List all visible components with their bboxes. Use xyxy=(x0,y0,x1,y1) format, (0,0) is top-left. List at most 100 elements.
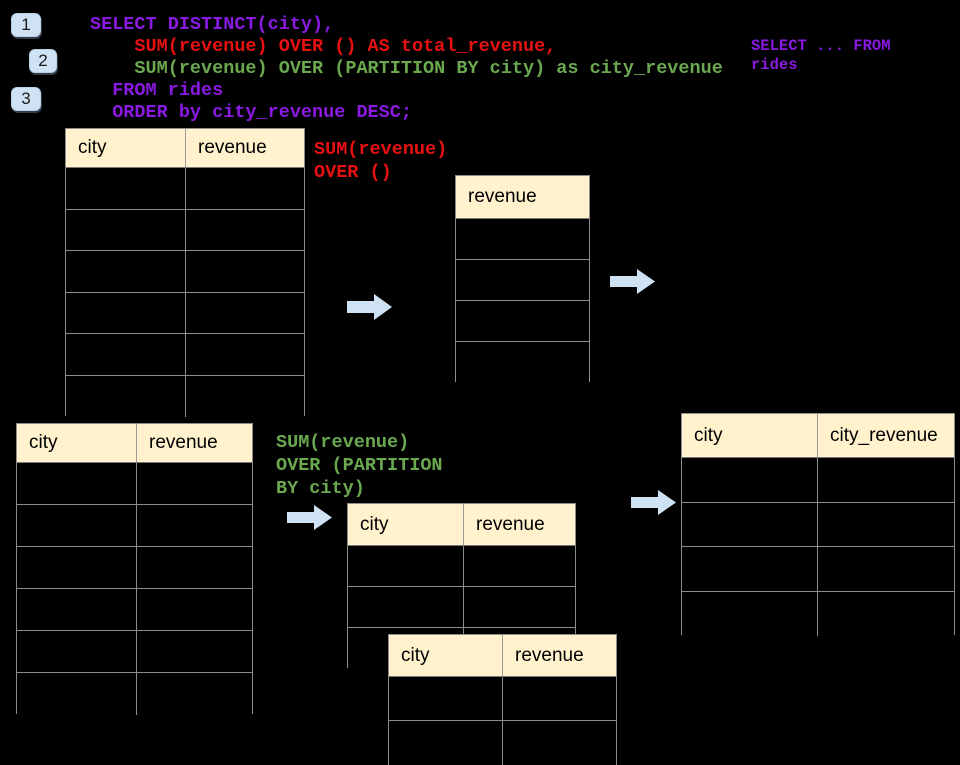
step-badge-3: 3 xyxy=(11,87,41,111)
column-header: revenue xyxy=(456,176,589,218)
table-cell-empty xyxy=(503,721,616,765)
slide-canvas: { "badges": [ { "label": "1" }, { "label… xyxy=(11,13,955,765)
flow-arrow-icon xyxy=(347,294,392,320)
table-row xyxy=(66,168,304,210)
table-row xyxy=(456,219,589,260)
table-row xyxy=(66,292,304,334)
table-cell-empty xyxy=(464,546,575,586)
table-row xyxy=(456,260,589,301)
table-cell-empty xyxy=(137,631,252,672)
table-row xyxy=(682,458,954,503)
step-badge-2: 2 xyxy=(29,49,57,73)
code-line: rides xyxy=(751,56,798,74)
table-cell-empty xyxy=(186,168,304,209)
table-cell-empty xyxy=(66,375,186,417)
table-cell-empty xyxy=(66,334,186,375)
table-cell-empty xyxy=(17,673,137,715)
table-row xyxy=(17,589,252,631)
code-line: SUM(revenue) xyxy=(276,432,410,453)
column-header: revenue xyxy=(503,635,616,676)
table-cell-empty xyxy=(818,547,954,591)
table-cell-empty xyxy=(464,587,575,627)
table-cell-empty xyxy=(186,251,304,292)
table-row xyxy=(66,375,304,417)
table-cell-empty xyxy=(682,591,818,636)
table-row xyxy=(17,463,252,505)
table-cell-empty xyxy=(503,677,616,720)
sql-query-code: SELECT DISTINCT(city), SUM(revenue) OVER… xyxy=(90,14,723,124)
table-row xyxy=(682,547,954,592)
table-total-revenue: revenue xyxy=(455,175,590,383)
table-row xyxy=(17,673,252,715)
table-cell-empty xyxy=(17,463,137,504)
table-cell-empty xyxy=(186,375,304,417)
table-cell-empty xyxy=(456,342,589,383)
code-line: SELECT DISTINCT(city), xyxy=(90,14,335,35)
table-cell-empty xyxy=(137,589,252,630)
table-row xyxy=(66,334,304,376)
table-row xyxy=(389,677,616,721)
table-row xyxy=(389,721,616,765)
table-row xyxy=(17,505,252,547)
table-row xyxy=(66,209,304,251)
table-cell-empty xyxy=(456,219,589,259)
table-cell-empty xyxy=(456,260,589,300)
column-header: revenue xyxy=(186,129,304,167)
code-line: FROM rides xyxy=(90,80,224,101)
column-header: city xyxy=(682,414,818,457)
table-row xyxy=(348,587,575,628)
table-row xyxy=(682,502,954,547)
table-cell-empty xyxy=(456,301,589,341)
code-line: ORDER by city_revenue DESC; xyxy=(90,102,412,123)
column-header: city xyxy=(66,129,186,167)
table-cell-empty xyxy=(818,502,954,546)
table-cell-empty xyxy=(66,251,186,292)
table-row xyxy=(682,591,954,636)
table-cell-empty xyxy=(137,673,252,715)
code-line: SUM(revenue) OVER () AS total_revenue, xyxy=(90,36,557,57)
code-line: SELECT ... FROM xyxy=(751,37,891,55)
table-cell-empty xyxy=(17,631,137,672)
table-row xyxy=(17,547,252,589)
code-line: BY city) xyxy=(276,478,365,499)
table-cell-empty xyxy=(389,677,503,720)
flow-arrow-icon xyxy=(631,490,676,515)
table-cell-empty xyxy=(137,505,252,546)
table-header-row: revenue xyxy=(456,176,589,219)
column-header: city xyxy=(389,635,503,676)
code-line: OVER (PARTITION xyxy=(276,455,443,476)
table-row xyxy=(348,546,575,587)
table-cell-empty xyxy=(137,547,252,588)
flow-arrow-icon xyxy=(287,505,332,530)
table-cell-empty xyxy=(186,292,304,333)
table-cell-empty xyxy=(17,589,137,630)
table-cell-empty xyxy=(66,209,186,250)
code-line: SUM(revenue) xyxy=(314,139,448,160)
table-cell-empty xyxy=(186,334,304,375)
table-cell-empty xyxy=(682,547,818,591)
table-cell-empty xyxy=(389,721,503,765)
table-cell-empty xyxy=(682,458,818,502)
table-cell-empty xyxy=(348,546,464,586)
code-line: OVER () xyxy=(314,162,392,183)
table-row xyxy=(17,631,252,673)
code-line: SUM(revenue) OVER (PARTITION BY city) as… xyxy=(90,58,723,79)
table-cell-empty xyxy=(66,168,186,209)
table-cell-empty xyxy=(682,502,818,546)
column-header: city_revenue xyxy=(818,414,954,457)
column-header: revenue xyxy=(464,504,575,545)
table-row xyxy=(66,251,304,293)
table-cell-empty xyxy=(66,292,186,333)
table-row xyxy=(456,301,589,342)
table-cell-empty xyxy=(348,587,464,627)
flow-arrow-icon xyxy=(610,269,655,294)
